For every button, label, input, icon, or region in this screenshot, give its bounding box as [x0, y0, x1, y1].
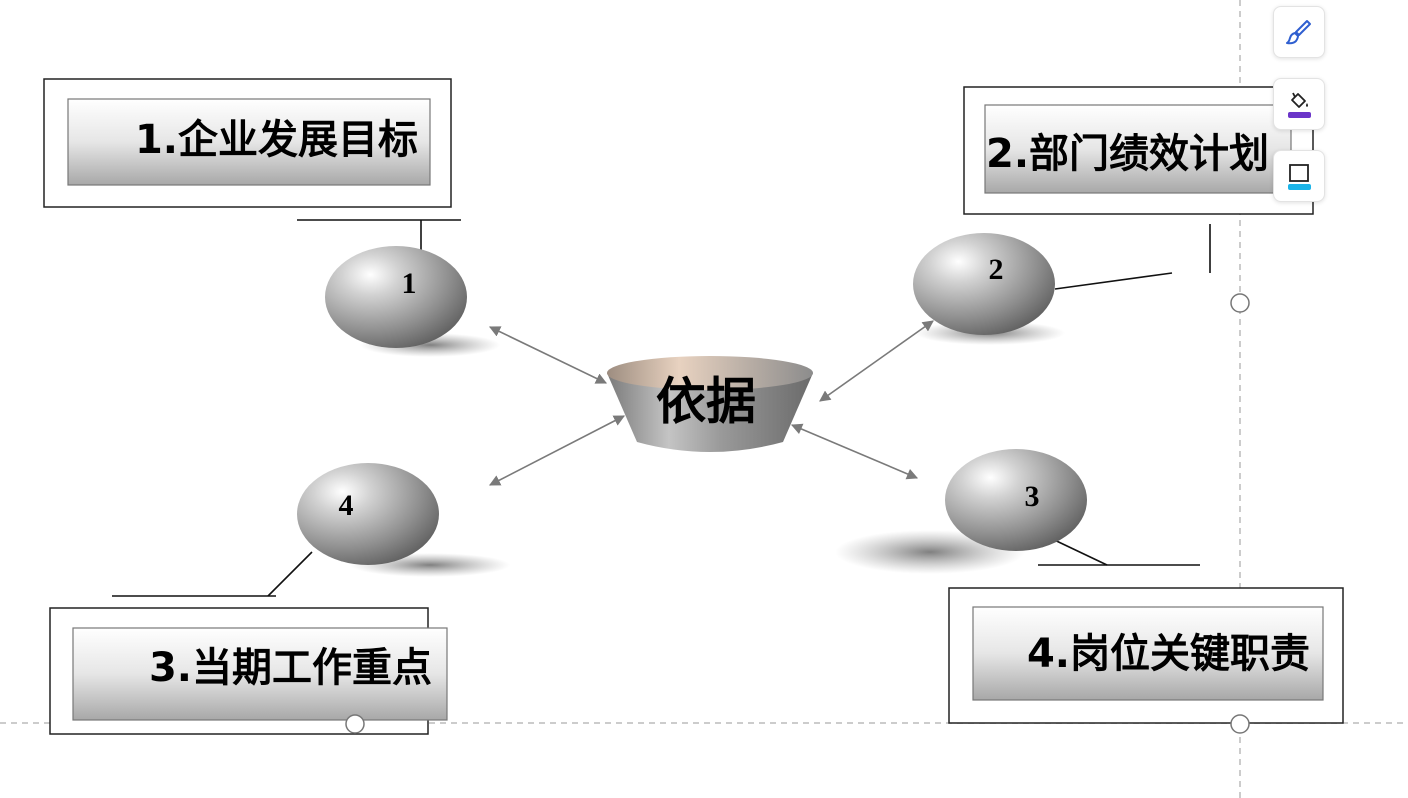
label-box-4[interactable]: 4.岗位关键职责: [948, 587, 1344, 724]
label-text-4: 4.岗位关键职责: [1027, 631, 1310, 677]
center-label: 依据: [656, 373, 756, 431]
arrow-2: [819, 320, 934, 402]
connector-lines: [112, 219, 1211, 597]
sphere-2[interactable]: 2: [913, 233, 1055, 335]
sphere-number-3: 3: [1025, 480, 1040, 513]
brush-icon: [1286, 20, 1311, 45]
sphere-4[interactable]: 4: [297, 463, 439, 565]
label-text-3: 3.当期工作重点: [149, 645, 432, 691]
resize-handle-right[interactable]: [1230, 293, 1250, 313]
sphere-1[interactable]: 1: [325, 246, 467, 348]
sphere-number-4: 4: [339, 489, 354, 522]
paint-bucket-icon: [1288, 92, 1311, 118]
label-text-2: 2.部门绩效计划: [986, 131, 1269, 177]
resize-handle-bottom[interactable]: [345, 714, 365, 734]
label-box-3[interactable]: 3.当期工作重点: [49, 607, 448, 735]
format-painter-button[interactable]: [1273, 6, 1325, 58]
arrow-1: [488, 326, 608, 384]
resize-handle-bottom-right[interactable]: [1230, 714, 1250, 734]
sphere-number-1: 1: [402, 267, 417, 300]
fill-color-button[interactable]: [1273, 78, 1325, 130]
border-button[interactable]: [1273, 150, 1325, 202]
sphere-3[interactable]: 3: [945, 449, 1087, 551]
label-box-1[interactable]: 1.企业发展目标: [43, 78, 452, 208]
label-text-1: 1.企业发展目标: [135, 117, 418, 163]
sphere-number-2: 2: [989, 253, 1004, 286]
floating-toolbar: [1273, 6, 1327, 222]
arrow-4: [489, 415, 625, 486]
border-frame-icon: [1288, 164, 1311, 190]
arrows: [488, 320, 934, 486]
label-box-2[interactable]: 2.部门绩效计划: [963, 86, 1314, 215]
arrow-3: [790, 423, 919, 480]
center-node[interactable]: 依据: [607, 356, 813, 452]
